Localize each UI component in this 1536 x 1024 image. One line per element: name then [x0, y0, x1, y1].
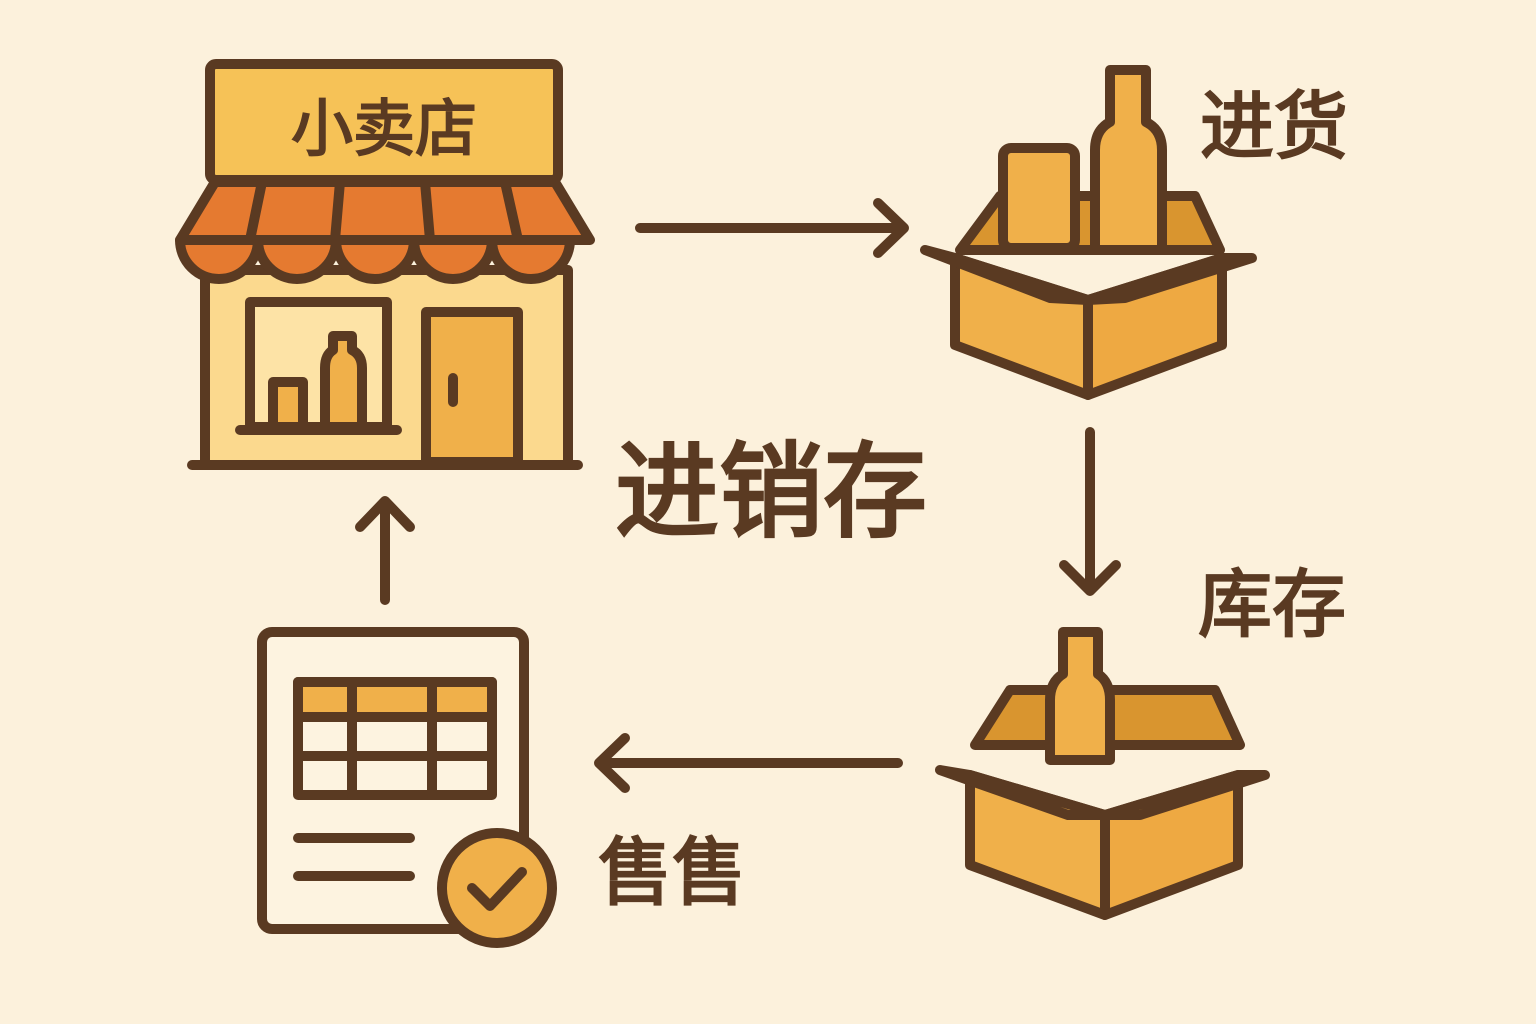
- purchase-box-icon: [920, 65, 1257, 400]
- diagram-title: 进销存: [615, 431, 927, 553]
- arrow-inventory-to-sales: [594, 733, 903, 793]
- arrow-store-to-purchase: [635, 198, 909, 258]
- inventory-box-icon: [935, 627, 1270, 920]
- purchase-label: 进货: [1200, 84, 1348, 170]
- check-circle-icon: [437, 828, 557, 948]
- store-sign-text: 小卖店: [291, 92, 477, 165]
- sales-label: 售售: [598, 830, 746, 916]
- arrow-purchase-to-inventory: [1059, 427, 1121, 596]
- store-icon: 小卖店: [175, 59, 595, 470]
- inventory-label: 库存: [1198, 562, 1346, 648]
- arrow-sales-to-store: [355, 496, 415, 605]
- sales-report-icon: [257, 627, 529, 934]
